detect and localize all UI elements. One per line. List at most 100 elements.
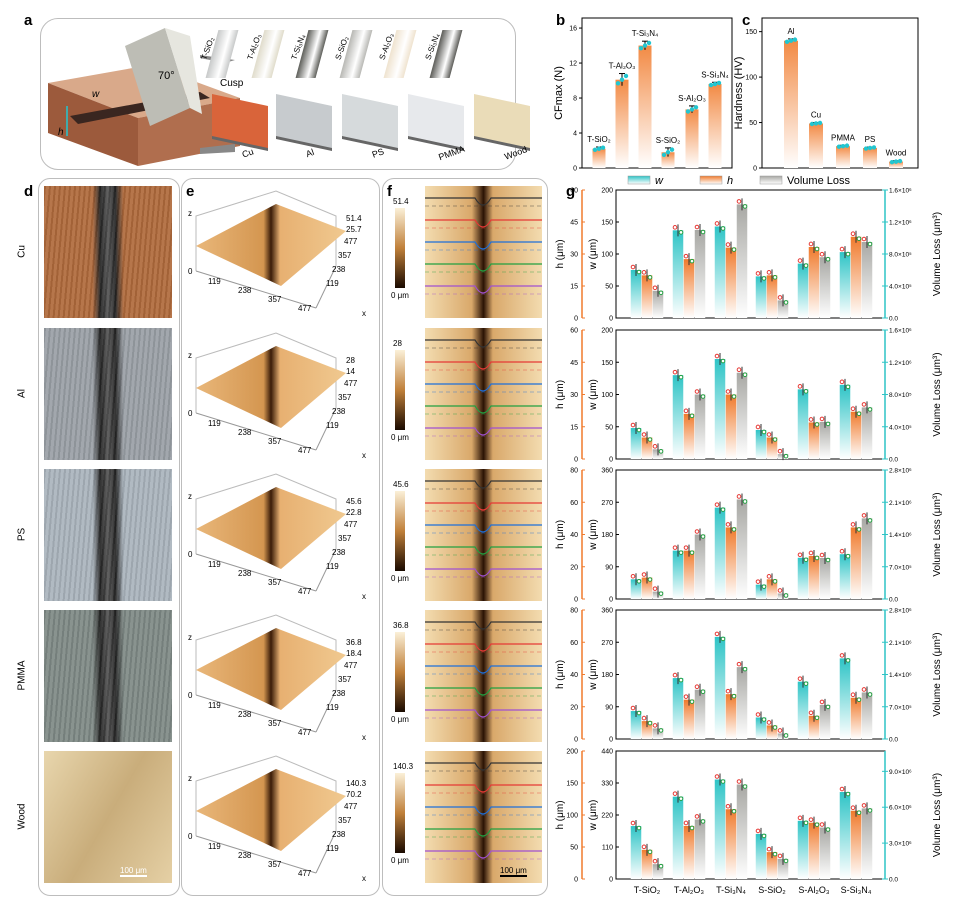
data-point [861, 402, 867, 407]
indenter [125, 28, 190, 126]
panel-a-schematic [40, 18, 516, 170]
bar-b [685, 109, 699, 168]
bar-b [708, 84, 722, 168]
data-point [619, 77, 625, 82]
colorbar-max: 36.8 [393, 621, 409, 630]
bar-h [808, 422, 820, 459]
data-point [761, 584, 767, 589]
data-point [825, 256, 831, 262]
w-tick-label: 0 [609, 457, 613, 464]
y-tick-label: 50 [749, 120, 757, 127]
y-tick-label: 12 [569, 61, 577, 68]
x-axis-label: x [362, 733, 366, 742]
bar-vol [736, 784, 748, 879]
bar-b [638, 45, 652, 168]
bar-w [755, 429, 767, 459]
z-half-tick: 70.2 [346, 790, 362, 799]
data-point [658, 863, 664, 869]
data-point [685, 109, 691, 114]
x-category-label: T-Al₂O₃ [674, 885, 704, 895]
y-tick-label: 16 [569, 26, 577, 33]
bar-w [672, 230, 684, 318]
bar-h [766, 579, 778, 599]
bar-h [725, 809, 737, 879]
angle-label: 70° [158, 70, 175, 82]
y-tick: 238 [332, 407, 346, 416]
data-point [658, 449, 664, 454]
data-point [700, 229, 706, 235]
panel-label-b: b [556, 12, 566, 29]
bar-label-b: T-Si₃N₄ [632, 29, 659, 38]
bar-h [683, 259, 695, 318]
data-point [630, 264, 636, 270]
data-point [839, 379, 845, 385]
optical-image-ps [44, 469, 172, 601]
data-point [893, 159, 899, 164]
data-point [731, 527, 737, 532]
bar-h [725, 527, 737, 599]
data-point [803, 557, 809, 563]
vol-tick-label: 0.0 [889, 877, 898, 884]
bar-h [850, 810, 862, 879]
y-tick-label: 100 [745, 75, 757, 82]
data-point [861, 513, 867, 518]
w-tick-label: 0 [609, 737, 613, 744]
bar-label-c: Al [787, 27, 794, 36]
data-point [731, 394, 737, 399]
data-point [714, 502, 720, 507]
data-point [672, 225, 678, 230]
data-point [725, 803, 731, 809]
y-tick: 238 [332, 548, 346, 557]
vol-tick-label: 0.0 [889, 316, 898, 323]
data-point [783, 453, 789, 459]
legend-swatch-1 [699, 175, 723, 185]
panel-f-box [382, 178, 548, 896]
x-tick: 357 [268, 295, 282, 304]
data-point [797, 552, 803, 558]
bar-h [683, 825, 695, 879]
vol-tick-label: 0.0 [889, 457, 898, 464]
bar-w [672, 678, 684, 739]
data-point [689, 107, 695, 112]
x-tick: 238 [238, 851, 252, 860]
data-point [867, 518, 873, 523]
y-tick: 477 [344, 661, 358, 670]
bar-vol [652, 864, 664, 879]
bar-h [850, 527, 862, 599]
data-point [867, 241, 873, 247]
data-point [825, 827, 831, 832]
bar-h [850, 236, 862, 318]
data-point [652, 444, 658, 449]
y-tick: 238 [332, 689, 346, 698]
x-tick: 238 [238, 286, 252, 295]
y-tick-label: 4 [573, 131, 577, 138]
bar-h [766, 725, 778, 739]
data-point [755, 271, 761, 276]
x-category-label: T-Si₃N₄ [716, 885, 746, 895]
y-tick-label: 8 [573, 96, 577, 103]
w-label: w [92, 89, 100, 100]
h-tick-label: 15 [570, 284, 578, 291]
bar-h [641, 577, 653, 599]
x-tick: 477 [298, 728, 312, 737]
data-point [803, 263, 809, 268]
bar-w [839, 554, 851, 599]
h-axis-title: h (μm) [555, 800, 566, 829]
bar-w [714, 779, 726, 879]
y-tick: 357 [338, 393, 352, 402]
data-point [809, 121, 815, 127]
data-point [850, 406, 856, 412]
data-point [700, 394, 706, 399]
x-tick: 119 [208, 277, 221, 286]
vol-axis-title: Volume Loss (μm³) [932, 492, 943, 576]
bar-vol [819, 557, 831, 599]
w-tick-label: 440 [601, 749, 613, 756]
h-tick-label: 60 [570, 188, 578, 195]
z-max-tick: 28 [346, 356, 355, 365]
data-point [766, 574, 772, 579]
h-tick-label: 30 [570, 392, 578, 399]
y-tick-label: 0 [753, 166, 757, 173]
colorbar-min: 0 μm [391, 715, 409, 724]
